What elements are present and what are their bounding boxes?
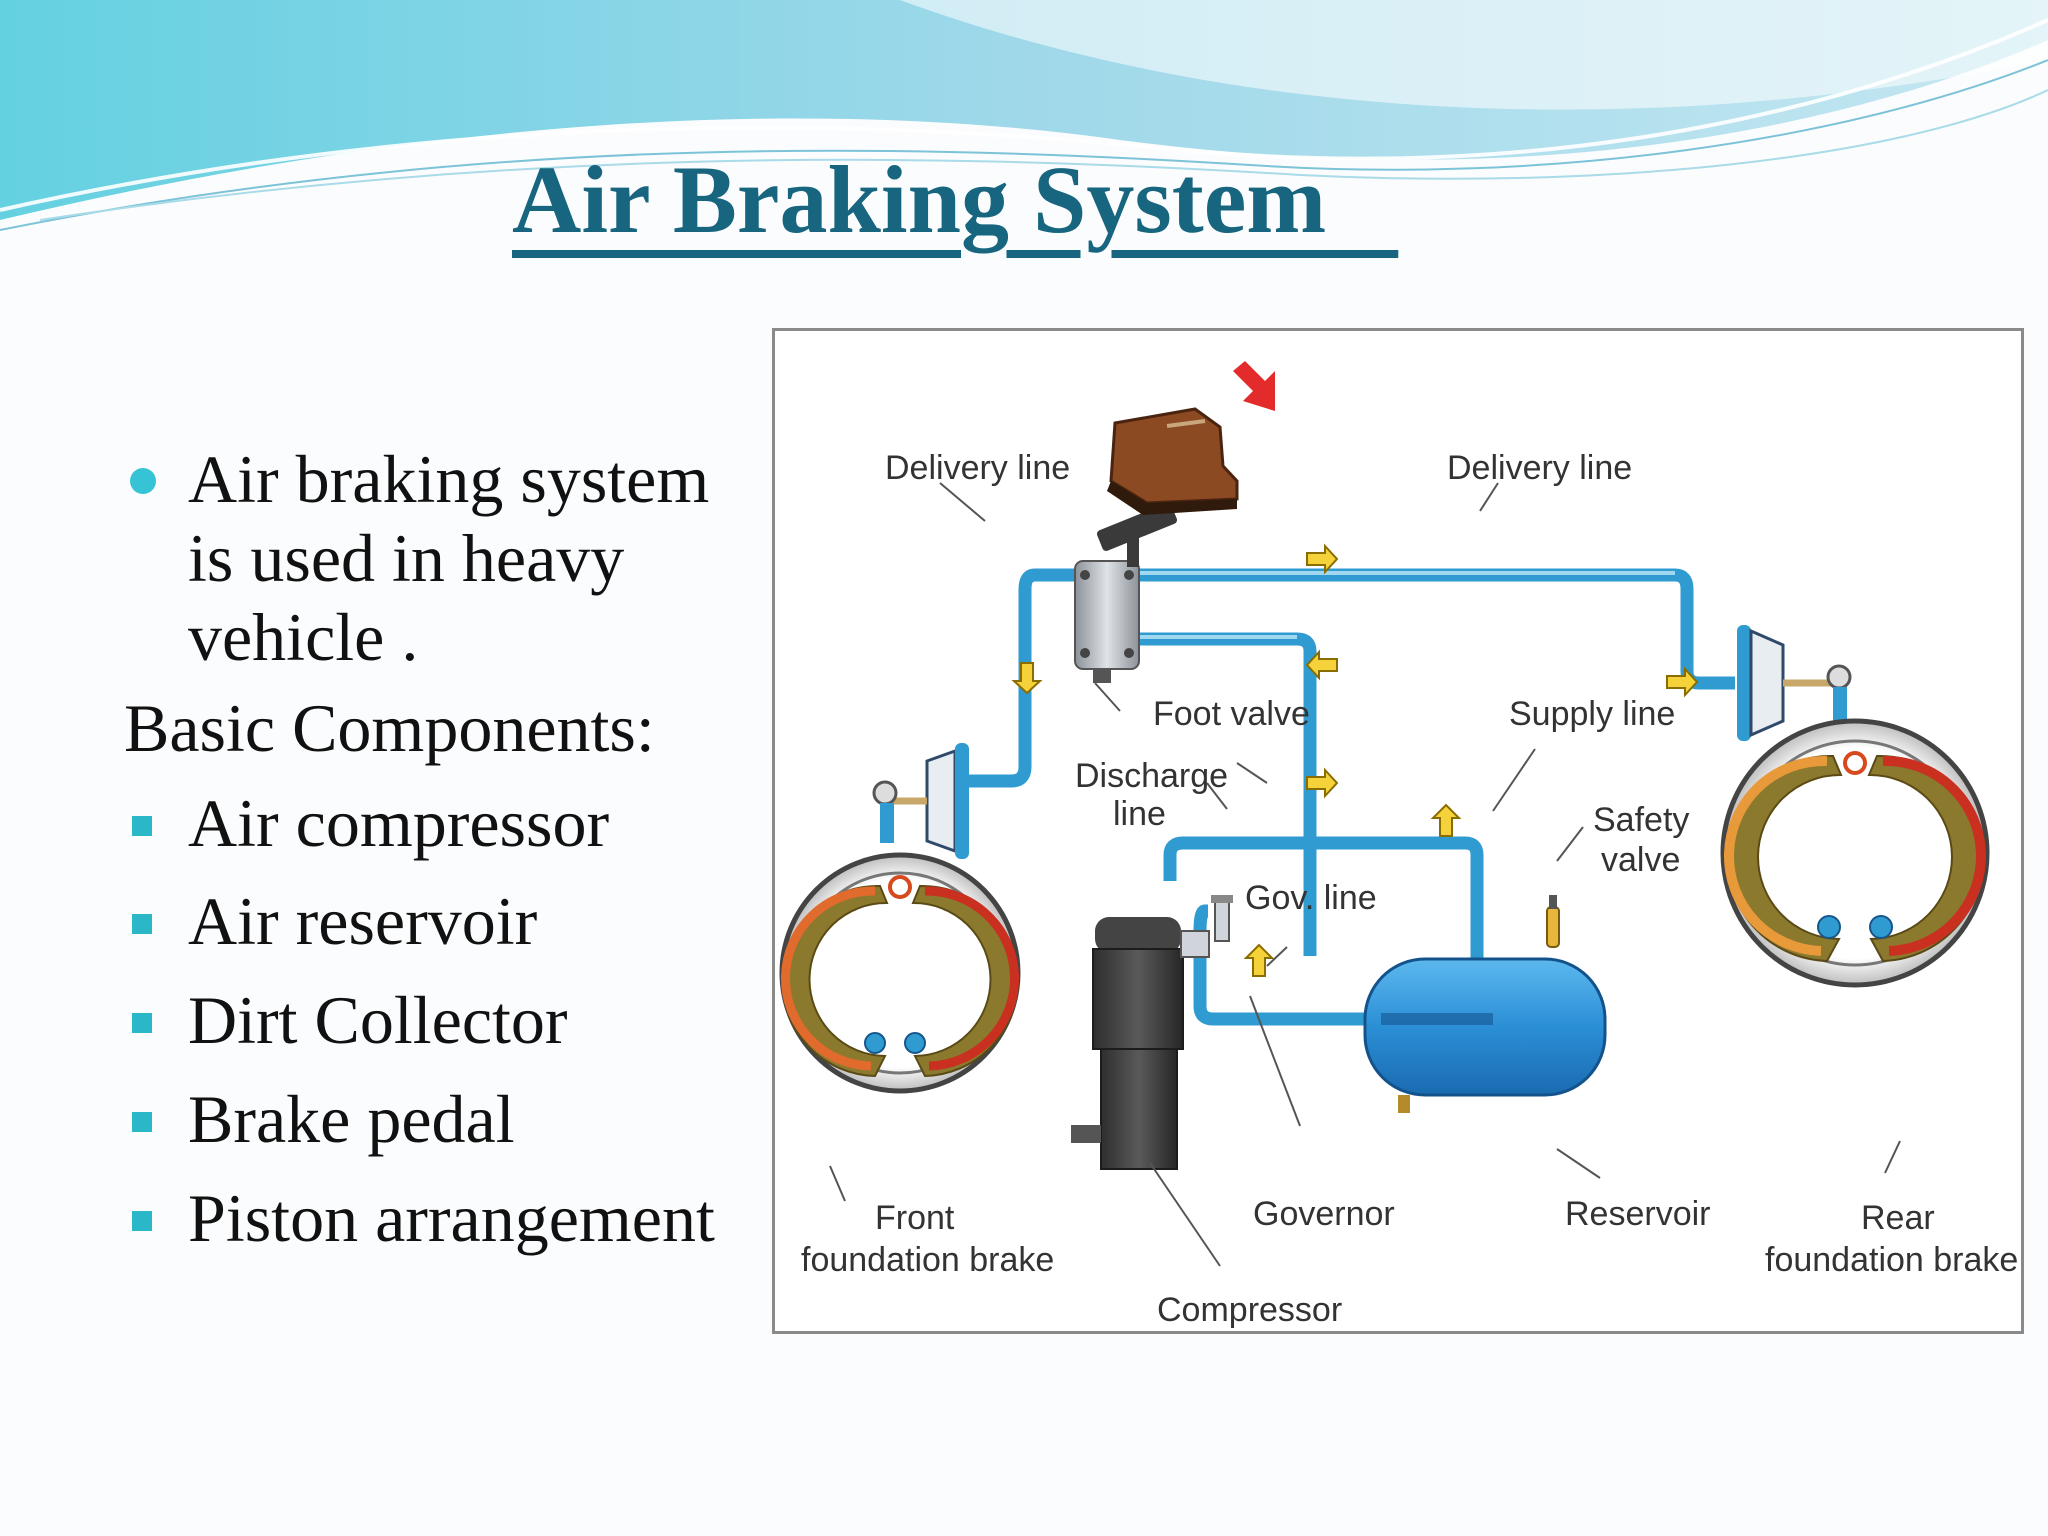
foot-valve bbox=[1074, 560, 1140, 683]
label-discharge-line: Discharge bbox=[1075, 757, 1228, 795]
arrow-down-icon bbox=[1011, 662, 1043, 695]
bullet-square-icon bbox=[132, 914, 152, 935]
front-foundation-brake bbox=[779, 852, 1021, 1094]
arrow-right-icon bbox=[1306, 543, 1339, 575]
boot-icon bbox=[1107, 407, 1239, 515]
bullet-square-icon bbox=[132, 815, 152, 836]
label-gov-line: Gov. line bbox=[1245, 879, 1377, 917]
bullet-square-icon bbox=[132, 1211, 152, 1231]
page-title: Air Braking System bbox=[512, 146, 1399, 253]
arrow-up-icon bbox=[1243, 943, 1275, 977]
label-governor: Governor bbox=[1253, 1195, 1395, 1233]
flow-arrows bbox=[1011, 543, 1699, 977]
label-reservoir: Reservoir bbox=[1565, 1195, 1710, 1233]
components-heading: Basic Components: bbox=[124, 689, 655, 766]
label-delivery-line-left: Delivery line bbox=[885, 449, 1070, 487]
governor bbox=[1211, 895, 1233, 942]
diagram-frame: Delivery line Delivery line Foot valve S… bbox=[772, 328, 2024, 1334]
leader-lines bbox=[829, 482, 1901, 1267]
arrow-right-icon bbox=[1306, 767, 1339, 799]
component-item: Dirt Collector bbox=[124, 981, 764, 1060]
arrow-left-icon bbox=[1305, 649, 1338, 681]
label-safety-valve: Safety bbox=[1593, 801, 1689, 839]
component-item: Piston arrangement bbox=[124, 1179, 764, 1258]
label-compressor: Compressor bbox=[1157, 1291, 1342, 1329]
label-front-brake: Front bbox=[875, 1199, 955, 1237]
intro-bullet: Air braking system is used in heavy vehi… bbox=[124, 440, 764, 677]
reservoir bbox=[1363, 957, 1607, 1113]
air-brake-diagram: Delivery line Delivery line Foot valve S… bbox=[779, 361, 2018, 1329]
label-discharge-line-2: line bbox=[1113, 795, 1166, 833]
label-front-brake-2: foundation brake bbox=[801, 1241, 1054, 1279]
component-item: Air compressor bbox=[124, 784, 764, 863]
compressor bbox=[1071, 917, 1210, 1170]
rear-foundation-brake bbox=[1720, 718, 1990, 988]
arrow-up-icon bbox=[1430, 803, 1462, 837]
label-supply-line: Supply line bbox=[1509, 695, 1675, 733]
label-delivery-line-right: Delivery line bbox=[1447, 449, 1632, 487]
brake-pedal bbox=[1096, 503, 1178, 567]
rear-brake-chamber bbox=[1737, 625, 1852, 741]
label-foot-valve: Foot valve bbox=[1153, 695, 1310, 733]
pipes bbox=[965, 568, 1735, 1026]
label-safety-valve-2: valve bbox=[1601, 841, 1680, 879]
component-item: Brake pedal bbox=[124, 1080, 764, 1159]
front-brake-chamber bbox=[872, 743, 969, 859]
arrow-right-icon bbox=[1666, 666, 1699, 698]
label-rear-brake: Rear bbox=[1861, 1199, 1935, 1237]
bullet-square-icon bbox=[132, 1013, 152, 1034]
label-rear-brake-2: foundation brake bbox=[1765, 1241, 2018, 1279]
press-arrow-icon bbox=[1233, 361, 1275, 411]
wave-banner bbox=[0, 0, 2048, 231]
intro-text: Air braking system is used in heavy vehi… bbox=[188, 441, 710, 675]
content-column: Air braking system is used in heavy vehi… bbox=[124, 440, 764, 1278]
bullet-square-icon bbox=[132, 1112, 152, 1133]
bullet-dot-icon bbox=[130, 468, 156, 494]
safety-valve bbox=[1546, 895, 1560, 948]
component-item: Air reservoir bbox=[124, 882, 764, 961]
